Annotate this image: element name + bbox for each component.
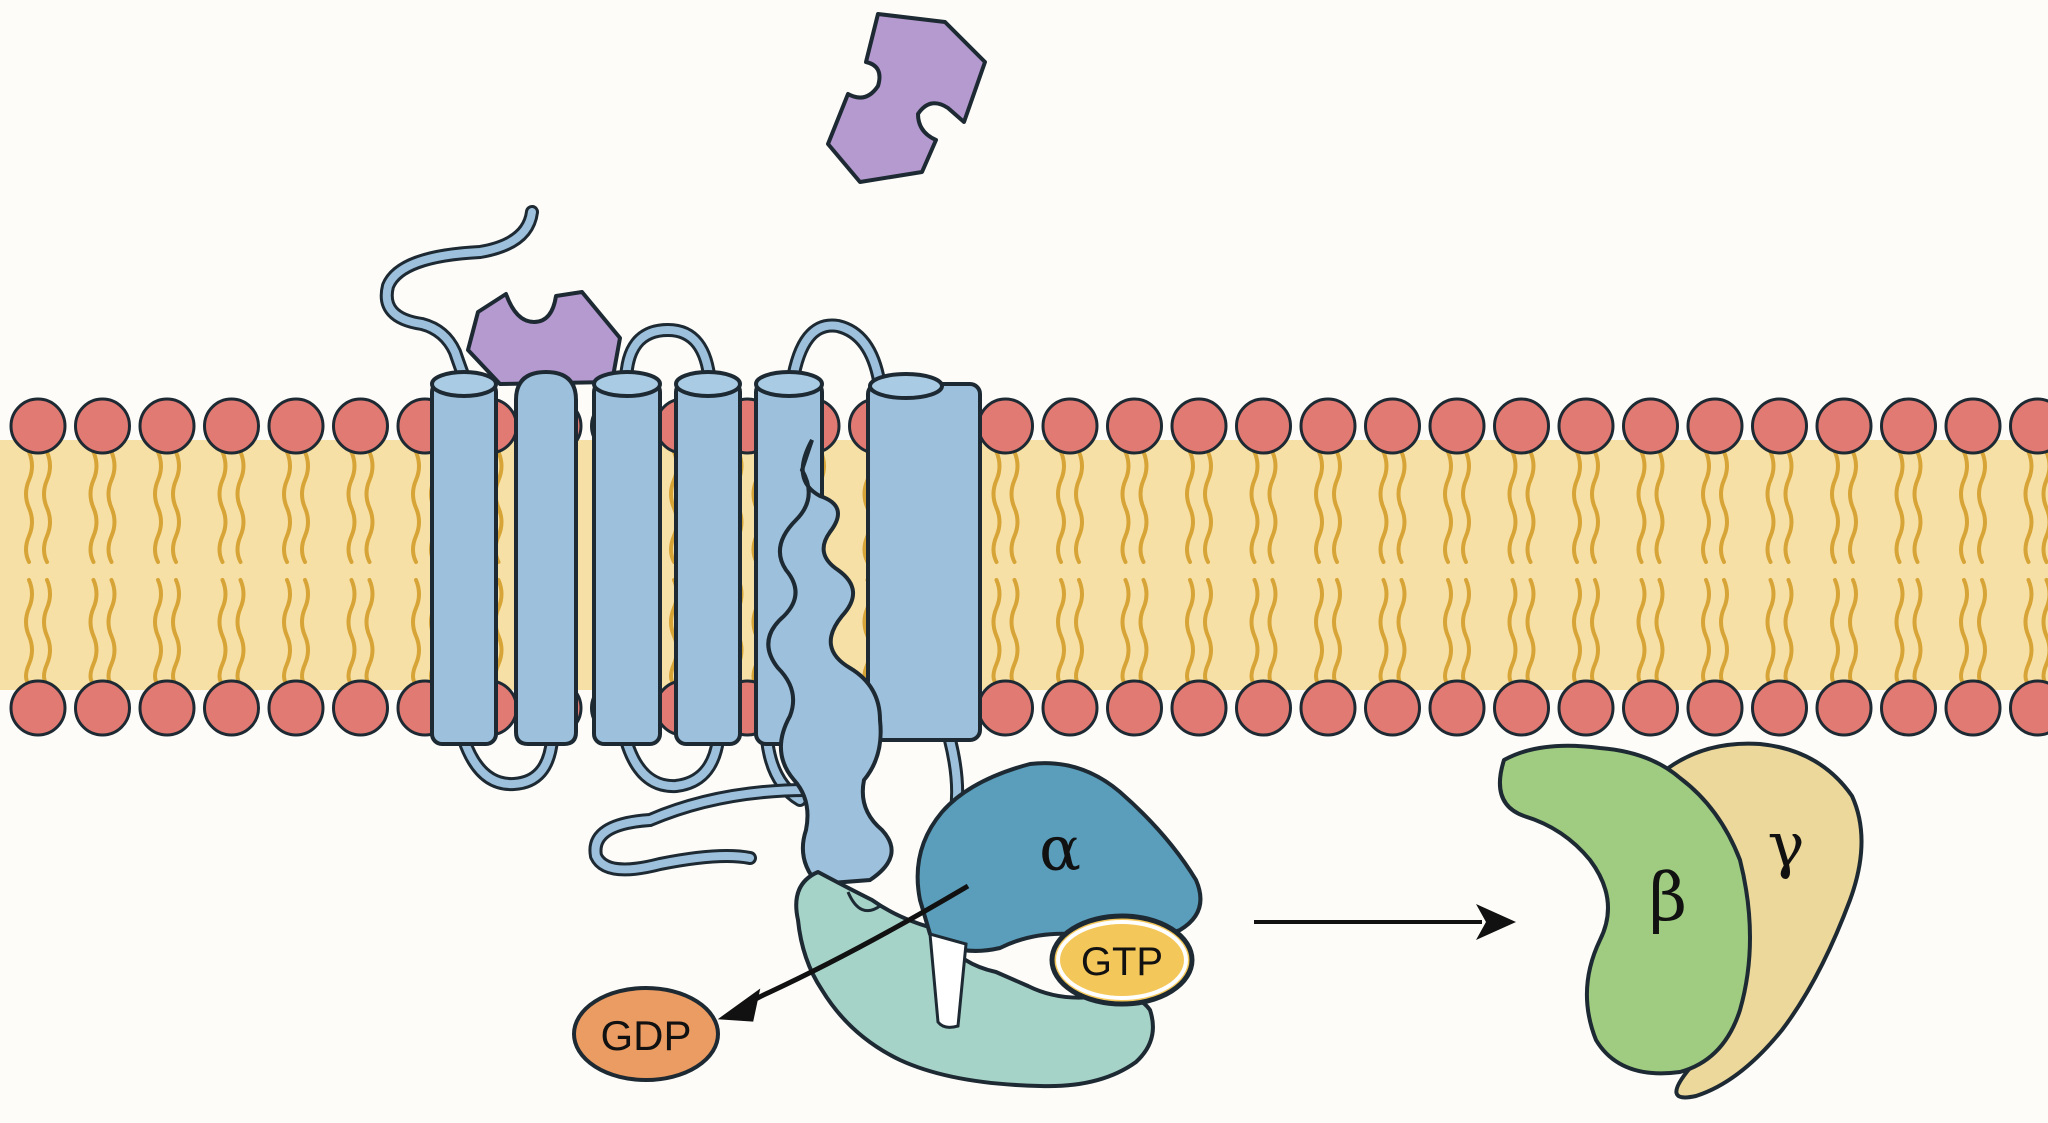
gdp-molecule: GDP (574, 988, 718, 1080)
phospholipid-head (979, 399, 1033, 453)
phospholipid-head (1688, 399, 1742, 453)
phospholipid-head (1688, 681, 1742, 735)
extracellular-loops (626, 325, 880, 386)
beta-label: β (1649, 859, 1687, 936)
gtp-molecule: GTP (1052, 916, 1192, 1004)
phospholipid-head (1946, 399, 2000, 453)
gamma-label: γ (1767, 808, 1804, 881)
phospholipid-head (1882, 399, 1936, 453)
phospholipid-head (1624, 681, 1678, 735)
dissociation-arrow (1254, 904, 1516, 940)
gdp-label: GDP (600, 1012, 691, 1059)
phospholipid-head (269, 399, 323, 453)
ligand-free (828, 14, 985, 182)
phospholipid-head (1237, 399, 1291, 453)
phospholipid-head (1559, 399, 1613, 453)
phospholipid-head (1946, 681, 2000, 735)
phospholipid-head (205, 399, 259, 453)
phospholipid-head (11, 399, 65, 453)
phospholipid-head (1495, 399, 1549, 453)
phospholipid-head (1108, 399, 1162, 453)
g-beta-gamma-dimer: β γ (1500, 744, 1862, 1098)
phospholipid-head (1559, 681, 1613, 735)
helix-7 (868, 374, 980, 740)
phospholipid-head (334, 681, 388, 735)
phospholipid-head (205, 681, 259, 735)
phospholipid-head (1753, 399, 1807, 453)
phospholipid-head (1366, 681, 1420, 735)
phospholipid-head (1108, 681, 1162, 735)
helix-2 (516, 372, 576, 744)
phospholipid-head (1172, 399, 1226, 453)
phospholipid-head (1624, 399, 1678, 453)
gtp-label: GTP (1081, 940, 1163, 984)
phospholipid-head (140, 681, 194, 735)
phospholipid-head (1043, 399, 1097, 453)
phospholipid-head (1172, 681, 1226, 735)
phospholipid-head (1043, 681, 1097, 735)
phospholipid-head (1366, 399, 1420, 453)
phospholipid-head (979, 681, 1033, 735)
lipid-bilayer (0, 399, 2048, 735)
phospholipid-head (1237, 681, 1291, 735)
helix-1 (432, 372, 496, 744)
phospholipid-head (1495, 681, 1549, 735)
phospholipid-head (1430, 681, 1484, 735)
alpha-label: α (1039, 812, 1081, 885)
phospholipid-head (269, 681, 323, 735)
phospholipid-head (334, 399, 388, 453)
phospholipid-head (1430, 399, 1484, 453)
phospholipid-head (76, 681, 130, 735)
helix-3 (594, 372, 660, 744)
phospholipid-head (1301, 681, 1355, 735)
phospholipid-head (1753, 681, 1807, 735)
helix-4 (676, 372, 740, 744)
phospholipid-head (1882, 681, 1936, 735)
phospholipid-head (1301, 399, 1355, 453)
phospholipid-head (1817, 681, 1871, 735)
phospholipid-head (76, 399, 130, 453)
phospholipid-head (11, 681, 65, 735)
phospholipid-head (1817, 399, 1871, 453)
phospholipid-head (140, 399, 194, 453)
